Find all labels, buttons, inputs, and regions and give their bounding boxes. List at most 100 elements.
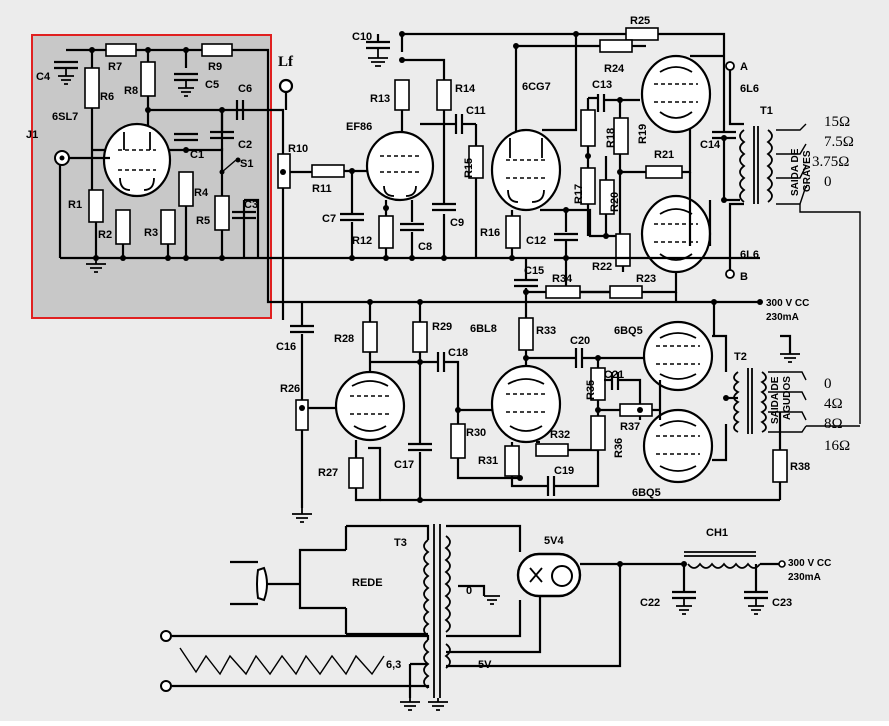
label-saida-graves-1: SAIDA DE <box>790 148 801 196</box>
mains-plug <box>256 566 268 602</box>
label-ch1: CH1 <box>706 527 728 539</box>
label-r3: R3 <box>144 227 158 239</box>
label-point-a: A <box>740 61 748 73</box>
resistor-r7 <box>105 43 137 57</box>
resistor-r6 <box>84 67 100 109</box>
label-r12: R12 <box>352 235 372 247</box>
label-b-plus-1-current: 230mA <box>766 312 799 323</box>
label-r33: R33 <box>536 325 556 337</box>
label-b-plus-1: 300 V CC <box>766 298 809 309</box>
transformer-t2-secondary <box>760 371 767 433</box>
capacitor-c2 <box>210 130 234 140</box>
capacitor-c12 <box>554 232 578 242</box>
label-imp-agudos-4: 4Ω <box>824 396 843 412</box>
resistor-r18 <box>580 109 596 147</box>
label-c3: C3 <box>244 199 258 211</box>
label-r30: R30 <box>466 427 486 439</box>
label-r2: R2 <box>98 229 112 241</box>
label-t1: T1 <box>760 105 773 117</box>
label-saida-graves-2: GRAVES <box>802 150 813 192</box>
resistor-r9 <box>201 43 233 57</box>
label-imp-graves-15: 15Ω <box>824 114 850 130</box>
capacitor-c19 <box>546 476 556 496</box>
label-saida-agudos-1: SAIDA DE <box>770 376 781 424</box>
label-saida-agudos-2: AGUDOS <box>782 376 793 420</box>
label-6sl7: 6SL7 <box>52 111 78 123</box>
label-r14: R14 <box>455 83 476 95</box>
label-c20: C20 <box>570 335 590 347</box>
capacitor-c17 <box>408 442 432 452</box>
label-c14: C14 <box>700 139 721 151</box>
capacitor-c1 <box>174 132 198 142</box>
tube-6bq5-top <box>642 320 714 392</box>
capacitor-c16 <box>290 324 314 334</box>
label-tap-5v: 5V <box>478 659 492 671</box>
label-r24: R24 <box>604 63 625 75</box>
resistor-r1 <box>88 189 104 223</box>
resistor-r5 <box>214 195 230 231</box>
label-r36: R36 <box>613 438 625 458</box>
heater-terminal-top <box>160 630 172 642</box>
label-r38: R38 <box>790 461 810 473</box>
capacitor-c3 <box>232 210 256 220</box>
resistor-r8 <box>140 61 156 97</box>
resistor-r11 <box>311 164 345 178</box>
label-tap-0: 0 <box>466 585 472 597</box>
label-c22: C22 <box>640 597 660 609</box>
label-rede: REDE <box>352 577 383 589</box>
label-imp-graves-0: 0 <box>824 174 832 190</box>
label-imp-graves-375: 3.75Ω <box>812 154 849 170</box>
label-6l6-top: 6L6 <box>740 83 759 95</box>
label-c7: C7 <box>322 213 336 225</box>
resistor-r23 <box>609 285 643 299</box>
label-r8: R8 <box>124 85 138 97</box>
label-ef86: EF86 <box>346 121 372 133</box>
capacitor-c8 <box>400 222 424 232</box>
label-r32: R32 <box>550 429 570 441</box>
transformer-t3-5v <box>444 643 451 669</box>
tube-6bq5-bottom <box>642 408 714 484</box>
label-r11: R11 <box>312 183 332 195</box>
transformer-t1-secondary <box>766 129 773 203</box>
resistor-r24 <box>599 39 633 53</box>
high-output-section: C16 R26 R27 R28 R29 C18 C17 R30 R31 6BL8… <box>276 299 860 523</box>
label-imp-agudos-0: 0 <box>824 376 832 392</box>
resistor-r25 <box>625 27 659 41</box>
resistor-r36 <box>590 415 606 451</box>
label-r29: R29 <box>432 321 452 333</box>
label-r31: R31 <box>478 455 498 467</box>
label-r27: R27 <box>318 467 338 479</box>
label-r19: R19 <box>637 124 649 144</box>
capacitor-c13 <box>596 94 606 112</box>
transformer-t1-primary <box>739 129 746 203</box>
label-c1: C1 <box>190 149 204 161</box>
resistor-r31 <box>504 445 520 477</box>
label-imp-agudos-8: 8Ω <box>824 416 843 432</box>
label-c6: C6 <box>238 83 252 95</box>
bus-lines: C15 R34 300 V CC 230mA <box>268 256 809 323</box>
lf-terminal <box>278 78 294 94</box>
label-r25: R25 <box>630 15 650 27</box>
label-c15: C15 <box>524 265 544 277</box>
resistor-r29 <box>412 321 428 353</box>
label-b-plus-2: 300 V CC <box>788 558 831 569</box>
label-r4: R4 <box>194 187 209 199</box>
label-c23: C23 <box>772 597 792 609</box>
label-r21: R21 <box>654 149 674 161</box>
label-imp-graves-75: 7.5Ω <box>824 134 854 150</box>
preamp-section: C4 R7 R6 R8 R9 C5 C6 6SL7 J1 C1 C2 S1 R1… <box>26 43 330 320</box>
ef86-stage: R10 R11 EF86 C7 R12 C8 C9 R13 R14 C11 C1… <box>277 31 486 261</box>
label-r15: R15 <box>463 158 475 178</box>
label-c16: C16 <box>276 341 296 353</box>
capacitor-c22 <box>672 590 696 600</box>
resistor-r21 <box>645 165 683 179</box>
label-c4: C4 <box>36 71 51 83</box>
label-c8: C8 <box>418 241 432 253</box>
label-r22: R22 <box>592 261 612 273</box>
label-j1: J1 <box>26 129 38 141</box>
resistor-r2 <box>115 209 131 245</box>
label-5v4: 5V4 <box>544 535 564 547</box>
label-r7: R7 <box>108 61 122 73</box>
resistor-r12 <box>378 215 394 249</box>
resistor-r22 <box>615 233 631 267</box>
